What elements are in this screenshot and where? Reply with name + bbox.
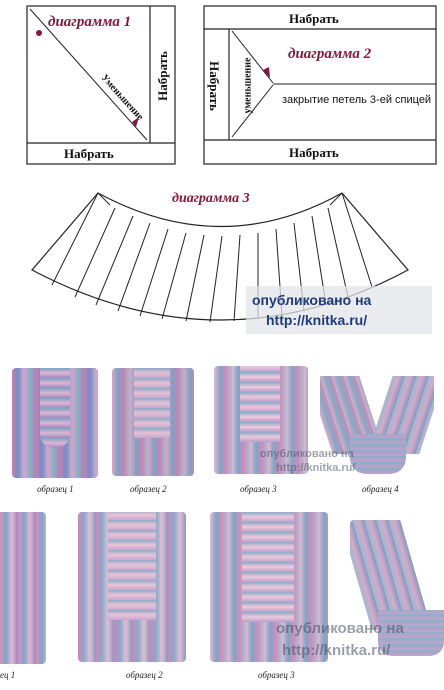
diagram-2-title: диаграмма 2 (288, 46, 372, 62)
sample-photo-1 (12, 368, 98, 478)
watermark-bottom-1: опубликовано на (276, 620, 404, 637)
diagram-1 (26, 5, 437, 165)
diagram-1-bottom-label: Набрать (64, 146, 114, 161)
diagram-1-side-label: Набрать (155, 51, 170, 101)
watermark-line-1: опубликовано на (252, 292, 372, 308)
watermark-small-2: http://knitka.ru/ (276, 462, 356, 474)
sample-photo-6 (78, 512, 186, 662)
watermark-line-2: http://knitka.ru/ (266, 312, 368, 328)
sample-photo-2 (112, 368, 194, 476)
diagram-2-bottom-label: Набрать (289, 145, 339, 160)
sample-caption-4: образец 4 (362, 484, 399, 494)
diagram-1-title: диаграмма 1 (48, 14, 132, 30)
diagram-2-decrease-label: уменьшение (242, 57, 254, 114)
diagram-2-side-label: Набрать (207, 61, 222, 111)
diagram-3-title: диаграмма 3 (172, 191, 250, 206)
sample-photo-8 (350, 520, 444, 660)
watermark-small-1: опубликовано на (260, 448, 354, 460)
sample-photo-5 (0, 512, 46, 664)
sample-caption-7: образец 3 (258, 670, 295, 680)
sample-caption-5: ец 1 (0, 670, 16, 680)
sample-photo-3 (214, 366, 308, 474)
sample-photo-4 (320, 372, 434, 476)
diagram-2-top-label: Набрать (289, 11, 339, 26)
sample-caption-3: образец 3 (240, 484, 277, 494)
watermark-box (246, 286, 432, 334)
watermark-bottom-2: http://knitka.ru/ (282, 642, 391, 659)
sample-caption-1: образец 1 (37, 484, 74, 494)
sample-photo-7 (210, 512, 328, 662)
sample-caption-2: образец 2 (130, 484, 167, 494)
sample-caption-6: образец 2 (126, 670, 163, 680)
diagram-2-closing-label: закрытие петель 3-ей спицей (282, 94, 432, 106)
